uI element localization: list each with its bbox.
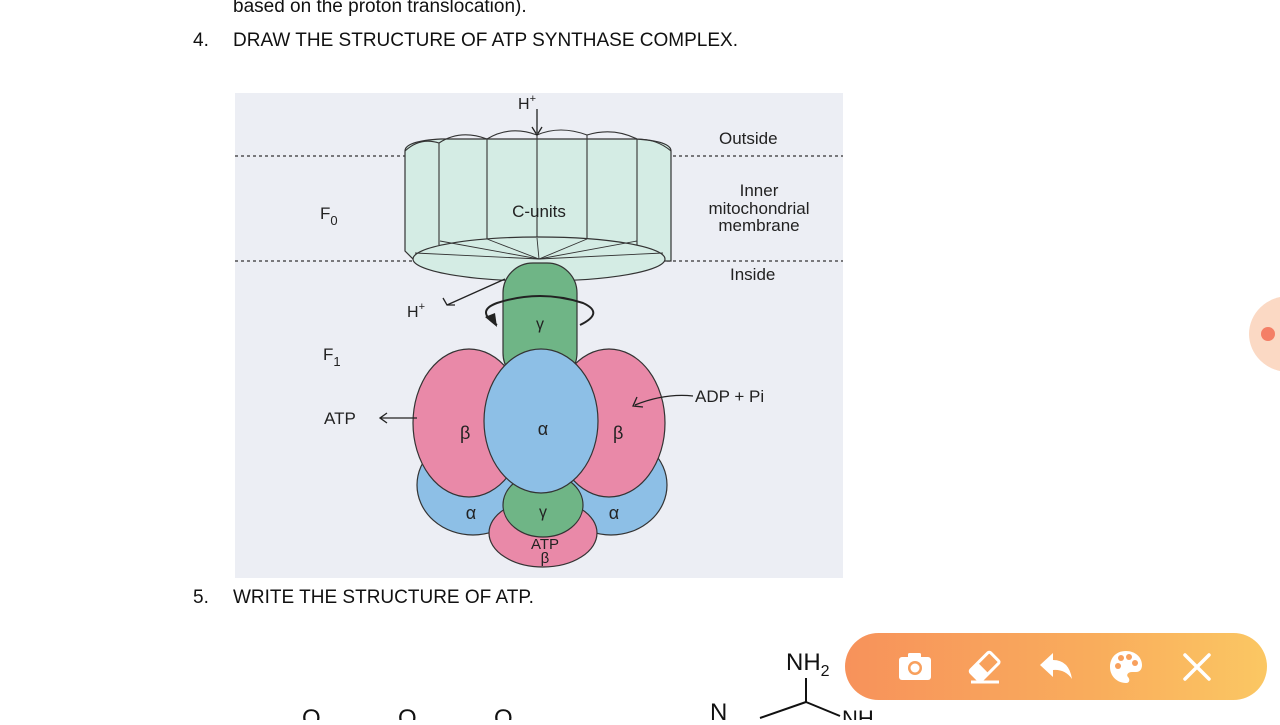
question-4-number: 4.	[193, 30, 209, 51]
close-icon	[1183, 653, 1211, 681]
question-5-text: WRITE THE STRUCTURE OF ATP.	[233, 587, 534, 608]
h-plus-in-arrow	[531, 126, 543, 137]
atp-bond-left	[759, 701, 807, 719]
camera-icon	[899, 653, 931, 680]
atp-nh-partial: NH	[842, 706, 874, 720]
label-f1: F1	[323, 345, 341, 369]
label-h-plus-top: H+	[518, 93, 536, 113]
label-alpha-left: α	[466, 503, 476, 523]
label-inner: Inner	[740, 181, 779, 200]
label-inside: Inside	[730, 265, 775, 284]
atp-nh2: NH2	[786, 649, 830, 680]
screenshot-button[interactable]	[895, 647, 935, 687]
undo-button[interactable]	[1036, 647, 1076, 687]
close-button[interactable]	[1177, 647, 1217, 687]
label-gamma-top: γ	[536, 316, 544, 333]
label-mitochondrial: mitochondrial	[708, 199, 809, 218]
label-c-units: C-units	[512, 202, 566, 221]
atp-o-1: O	[302, 705, 321, 720]
rotation-arrow	[485, 295, 595, 326]
label-atp-left: ATP	[324, 409, 356, 428]
palette-button[interactable]	[1106, 647, 1146, 687]
adp-in-arrow	[634, 394, 694, 406]
atp-o-3: O	[494, 705, 513, 720]
label-adp-pi: ADP + Pi	[695, 387, 764, 406]
c-units-dividers	[404, 129, 672, 248]
question-5-number: 5.	[193, 587, 209, 608]
label-membrane: membrane	[718, 216, 799, 235]
eraser-icon	[968, 650, 1001, 684]
atp-n-label: N	[710, 699, 727, 720]
label-gamma-bottom: γ	[539, 504, 547, 521]
label-outside: Outside	[719, 129, 778, 148]
label-beta-bottom: β	[541, 550, 550, 567]
atp-o-2: O	[398, 705, 417, 720]
alpha-subunit-front	[483, 348, 599, 494]
undo-icon	[1040, 653, 1072, 679]
label-atp-bottom: ATP	[531, 536, 559, 553]
atp-out-arrow	[378, 412, 388, 424]
previous-answer-text: based on the proton translocation).	[233, 0, 527, 17]
question-4-text: DRAW THE STRUCTURE OF ATP SYNTHASE COMPL…	[233, 30, 738, 51]
label-alpha-front: α	[538, 419, 548, 439]
label-beta-left: β	[460, 423, 470, 443]
label-h-plus-side: H+	[407, 301, 425, 321]
atp-synthase-diagram: H+ Outside Inner mitochondrial membrane …	[235, 93, 843, 578]
label-alpha-right: α	[609, 503, 619, 523]
screen-recorder-toolbar	[845, 633, 1267, 700]
h-plus-out-arrow	[442, 297, 455, 306]
label-beta-right: β	[613, 423, 623, 443]
floating-record-bubble[interactable]	[1249, 296, 1280, 372]
record-dot-icon	[1261, 327, 1275, 341]
palette-icon	[1110, 651, 1142, 683]
eraser-button[interactable]	[965, 647, 1005, 687]
c-units-disc-spokes	[414, 237, 664, 260]
label-f0: F0	[320, 204, 338, 228]
atp-bond-right	[805, 701, 841, 717]
